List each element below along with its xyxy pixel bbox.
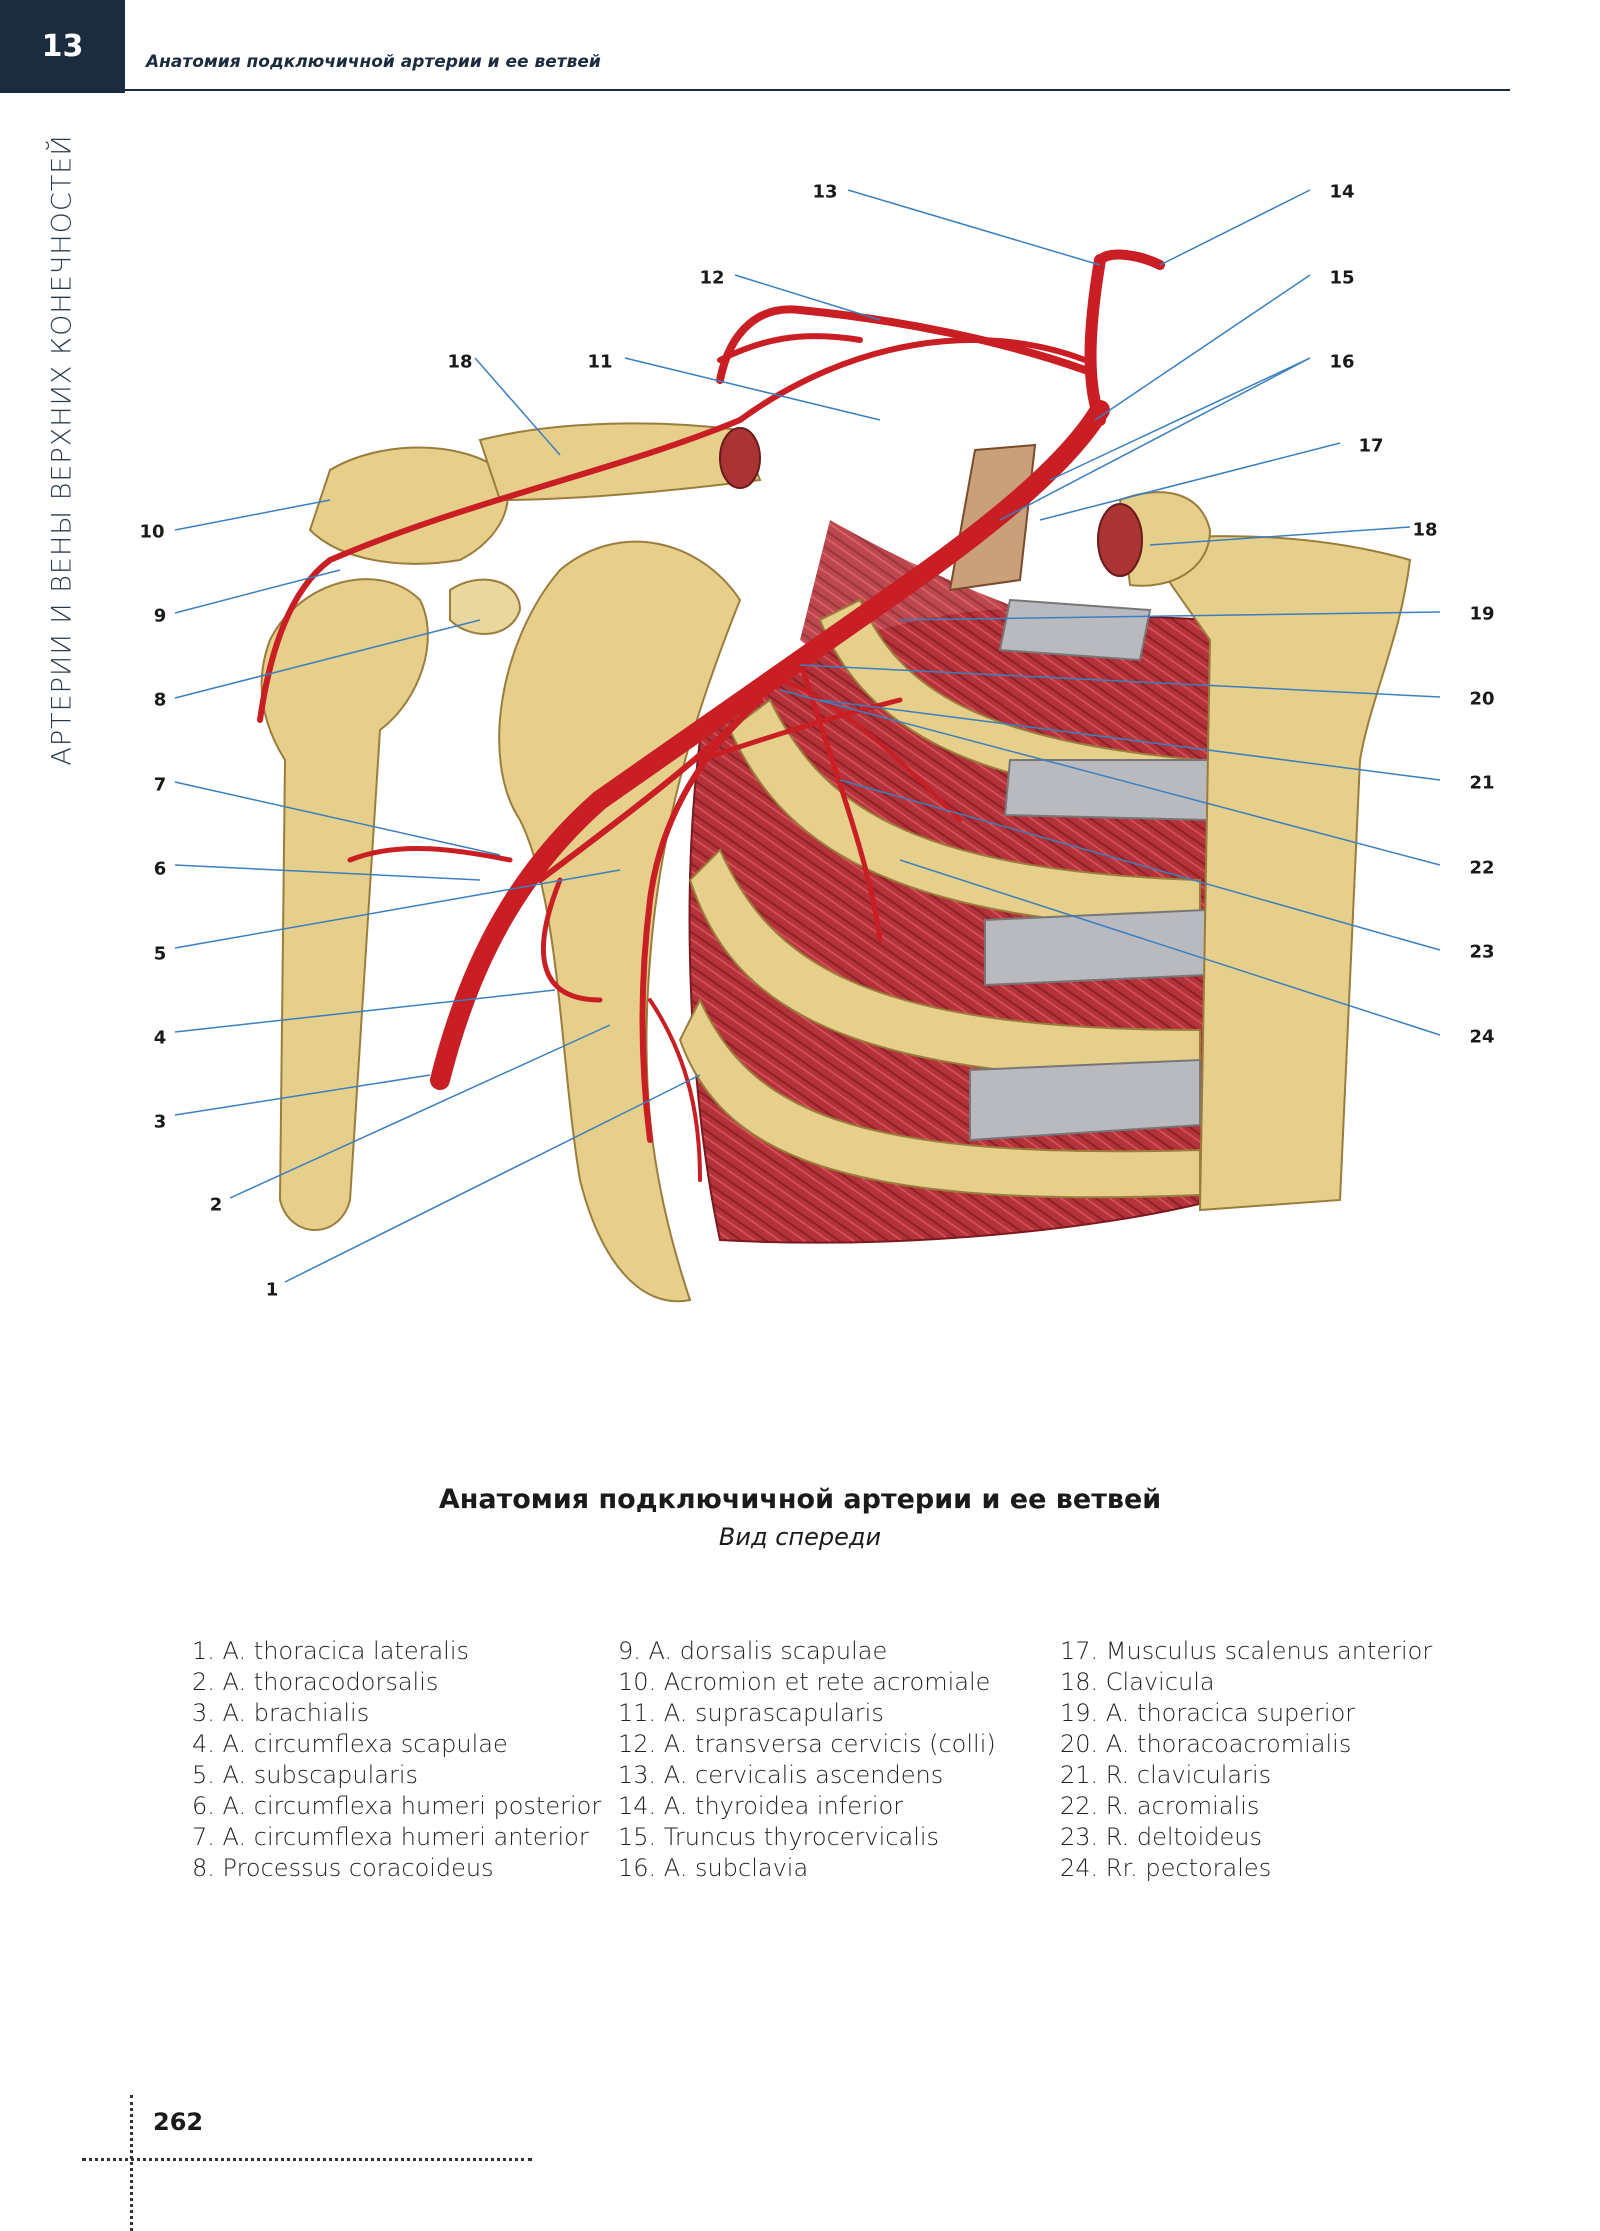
page-number: 262: [153, 2108, 204, 2136]
legend-item: 17. Musculus scalenus anterior: [1060, 1637, 1433, 1665]
callout-9: 9: [153, 605, 167, 627]
anatomical-illustration: 1 2 3 4 5 6 7 8 9 10 11 12 13 14 15 16 1…: [139, 181, 1495, 1303]
legend-item: 10. Acromion et rete acromiale: [618, 1668, 991, 1696]
legend-item: 22. R. acromialis: [1060, 1792, 1260, 1820]
clavicle-cut-left: [719, 427, 761, 489]
callout-10: 10: [139, 521, 165, 543]
sternum: [1138, 535, 1412, 1212]
legend-column-2: 9. A. dorsalis scapulae 10. Acromion et …: [618, 1636, 996, 1884]
callout-6: 6: [153, 858, 167, 880]
clavicle-medial: [1118, 491, 1212, 587]
coracoid-process: [449, 578, 522, 635]
legend-item: 20. A. thoracoacromialis: [1060, 1730, 1352, 1758]
callout-11: 11: [587, 351, 613, 373]
legend-item: 6. A. circumflexa humeri posterior: [192, 1792, 602, 1820]
callout-12: 12: [699, 267, 725, 289]
scapula: [498, 540, 742, 1303]
footer-dotted-rule: [82, 2158, 532, 2161]
legend-item: 4. A. circumflexa scapulae: [192, 1730, 508, 1758]
figure-subtitle: Вид спереди: [718, 1523, 882, 1551]
callout-18-left: 18: [447, 351, 473, 373]
legend-item: 14. A. thyroidea inferior: [618, 1792, 904, 1820]
legend-item: 11. A. suprascapularis: [618, 1699, 884, 1727]
callout-5: 5: [153, 943, 167, 965]
humerus: [260, 578, 429, 1231]
callout-4: 4: [153, 1027, 167, 1049]
legend-item: 7. A. circumflexa humeri anterior: [192, 1823, 589, 1851]
legend-column-3: 17. Musculus scalenus anterior 18. Clavi…: [1060, 1636, 1432, 1884]
costal-cartilage-4: [969, 1058, 1201, 1142]
callout-16: 16: [1329, 351, 1355, 373]
callout-20: 20: [1469, 688, 1495, 710]
callout-21: 21: [1469, 772, 1495, 794]
legend-item: 8. Processus coracoideus: [192, 1854, 494, 1882]
legend-item: 15. Truncus thyrocervicalis: [618, 1823, 940, 1851]
legend-item: 2. A. thoracodorsalis: [192, 1668, 439, 1696]
callout-14: 14: [1329, 181, 1355, 203]
legend-item: 12. A. transversa cervicis (colli): [618, 1730, 996, 1758]
chapter-number-badge: 13: [0, 0, 125, 93]
legend-item: 9. A. dorsalis scapulae: [618, 1637, 888, 1665]
legend-item: 23. R. deltoideus: [1060, 1823, 1263, 1851]
callout-19: 19: [1469, 603, 1495, 625]
callout-24: 24: [1469, 1026, 1495, 1048]
callout-17: 17: [1358, 435, 1384, 457]
costal-cartilage-2: [1003, 759, 1211, 822]
legend-item: 18. Clavicula: [1060, 1668, 1215, 1696]
legend-item: 19. A. thoracica superior: [1060, 1699, 1356, 1727]
acromion: [308, 446, 509, 565]
legend-item: 5. A. subscapularis: [192, 1761, 418, 1789]
illustration-svg: [174, 189, 1441, 1303]
callout-13: 13: [812, 181, 838, 203]
callout-15: 15: [1329, 267, 1355, 289]
callout-18-right: 18: [1412, 519, 1438, 541]
legend-item: 16. A. subclavia: [618, 1854, 809, 1882]
leader-lines: [174, 189, 1441, 1283]
callout-23: 23: [1469, 941, 1495, 963]
legend-column-1: 1. A. thoracica lateralis 2. A. thoracod…: [192, 1636, 601, 1884]
callout-2: 2: [209, 1194, 223, 1216]
legend-item: 21. R. clavicularis: [1060, 1761, 1272, 1789]
callout-3: 3: [153, 1111, 167, 1133]
legend-item: 13. A. cervicalis ascendens: [618, 1761, 944, 1789]
legend-item: 24. Rr. pectorales: [1060, 1854, 1272, 1882]
clavicle-cut-right: [1097, 503, 1143, 577]
callout-1: 1: [265, 1279, 279, 1301]
costal-cartilage-1: [998, 598, 1152, 662]
callout-7: 7: [153, 774, 167, 796]
header-rule: [125, 89, 1510, 91]
footer-dotted-vertical: [130, 2095, 133, 2231]
legend-item: 3. A. brachialis: [192, 1699, 370, 1727]
legend-item: 1. A. thoracica lateralis: [192, 1637, 470, 1665]
callout-22: 22: [1469, 857, 1495, 879]
figure-title: Анатомия подключичной артерии и ее ветве…: [438, 1484, 1162, 1515]
running-head: Анатомия подключичной артерии и ее ветве…: [146, 52, 601, 72]
callout-8: 8: [153, 689, 167, 711]
